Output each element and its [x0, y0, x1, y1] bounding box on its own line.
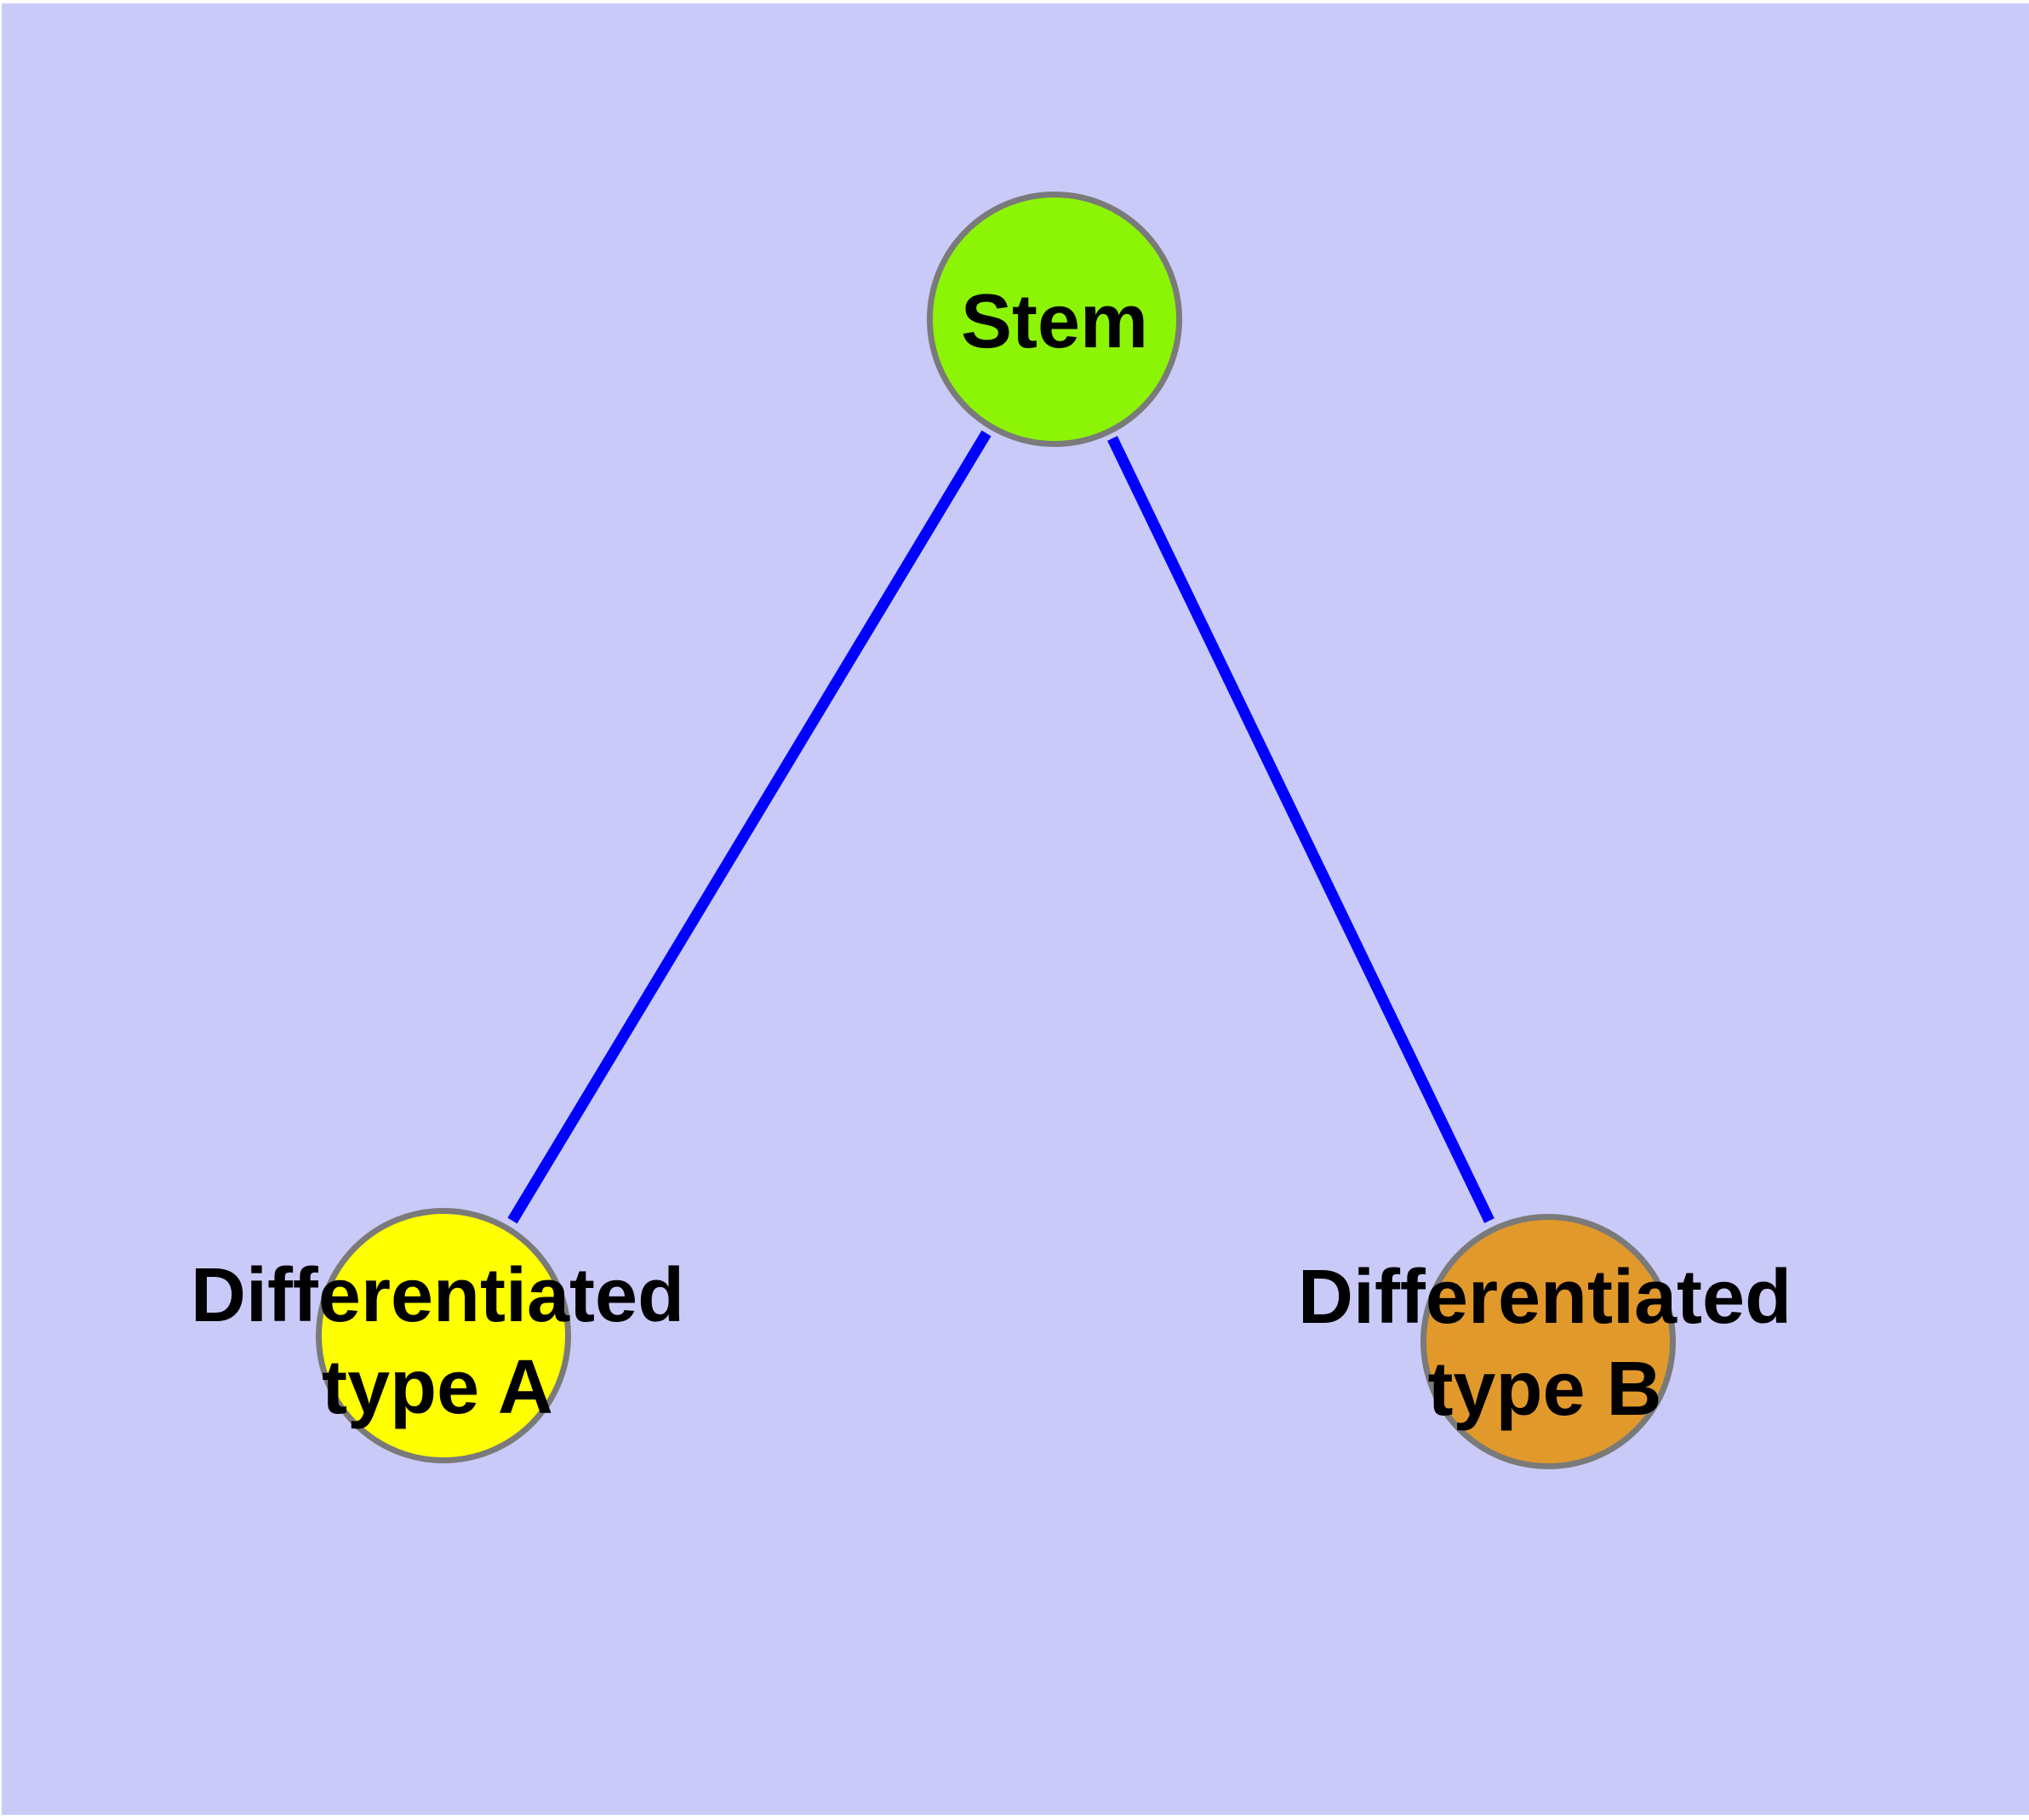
- node-stem-label: Stem: [960, 279, 1149, 364]
- edge-layer: [507, 430, 1495, 1224]
- node-differentiated-type-b-circle: [1420, 1214, 1676, 1469]
- node-stem-circle: [927, 192, 1182, 447]
- edge-stem-to-type-a: [507, 430, 992, 1224]
- plot-background: Stem Differentiated type A Differentiate…: [2, 3, 2029, 1815]
- node-differentiated-type-a-circle: [316, 1208, 571, 1463]
- edge-stem-to-type-b: [1107, 436, 1495, 1223]
- node-differentiated-type-a-label: Differentiated type A: [190, 1253, 685, 1430]
- node-differentiated-type-b-label: Differentiated type B: [1297, 1255, 1792, 1432]
